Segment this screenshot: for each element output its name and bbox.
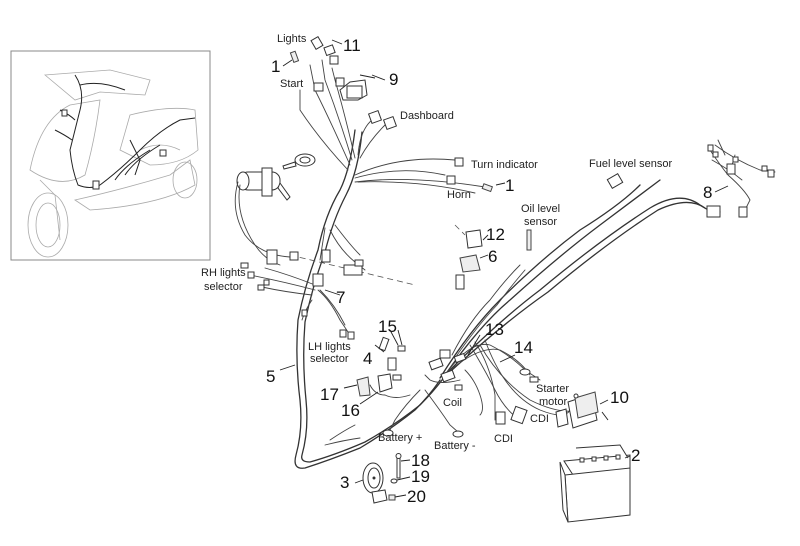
label-battery-plus: Battery + <box>378 432 422 444</box>
label-lh-lights-selector-line1: LH lights <box>308 341 351 353</box>
part-number-9: 9 <box>389 70 398 89</box>
ignition-key <box>282 153 316 170</box>
part-number-12: 12 <box>486 225 505 244</box>
ignition-switch <box>234 167 299 266</box>
part-number-14: 14 <box>514 338 533 357</box>
cdi-module <box>555 391 609 429</box>
part-number-20: 20 <box>407 487 426 506</box>
part-number-5: 5 <box>266 367 275 386</box>
label-cdi-lower: CDI <box>494 433 513 445</box>
part-number-6: 6 <box>488 247 497 266</box>
part-number-3: 3 <box>340 473 349 492</box>
part-number-1-start: 1 <box>271 57 280 76</box>
part-number-2: 2 <box>631 446 640 465</box>
label-coil: Coil <box>443 397 462 409</box>
label-oil-level-sensor-line2: sensor <box>524 216 557 228</box>
part-number-16: 16 <box>341 401 360 420</box>
label-rh-lights-selector-line1: RH lights <box>201 267 246 279</box>
label-start: Start <box>280 78 303 90</box>
part-number-18: 18 <box>411 451 430 470</box>
part-number-19: 19 <box>411 467 430 486</box>
part-number-8: 8 <box>703 183 712 202</box>
part-number-4: 4 <box>363 349 372 368</box>
inset-scooter-overview <box>10 50 211 261</box>
leader-lines <box>279 39 729 498</box>
part-number-1-horn: 1 <box>505 176 514 195</box>
part-number-7: 7 <box>336 288 345 307</box>
label-starter-motor-line1: Starter <box>536 383 569 395</box>
main-wiring-harness <box>249 59 721 469</box>
label-starter-motor-line2: motor <box>539 396 567 408</box>
part-number-10: 10 <box>610 388 629 407</box>
label-oil-level-sensor-line1: Oil level <box>521 203 560 215</box>
part-number-11: 11 <box>343 36 361 55</box>
label-horn: Horn <box>447 189 471 201</box>
part-number-15: 15 <box>378 317 397 336</box>
label-cdi-upper: CDI <box>530 413 549 425</box>
label-rh-lights-selector-line2: selector <box>204 281 243 293</box>
part-number-13: 13 <box>485 320 504 339</box>
label-turn-indicator: Turn indicator <box>471 159 538 171</box>
label-lh-lights-selector-line2: selector <box>310 353 349 365</box>
label-fuel-level-sensor: Fuel level sensor <box>589 158 672 170</box>
components <box>234 35 776 523</box>
callout-labels: Lights Start Dashboard Turn indicator Ho… <box>201 33 672 452</box>
part-number-17: 17 <box>320 385 339 404</box>
label-lights: Lights <box>277 33 307 45</box>
horn <box>362 462 388 504</box>
label-dashboard: Dashboard <box>400 110 454 122</box>
rear-light-harness <box>706 139 776 218</box>
label-battery-minus: Battery - <box>434 440 476 452</box>
battery <box>559 444 631 523</box>
part-numbers: 11 1 9 1 12 6 8 7 5 4 15 17 16 13 14 10 … <box>266 36 712 506</box>
